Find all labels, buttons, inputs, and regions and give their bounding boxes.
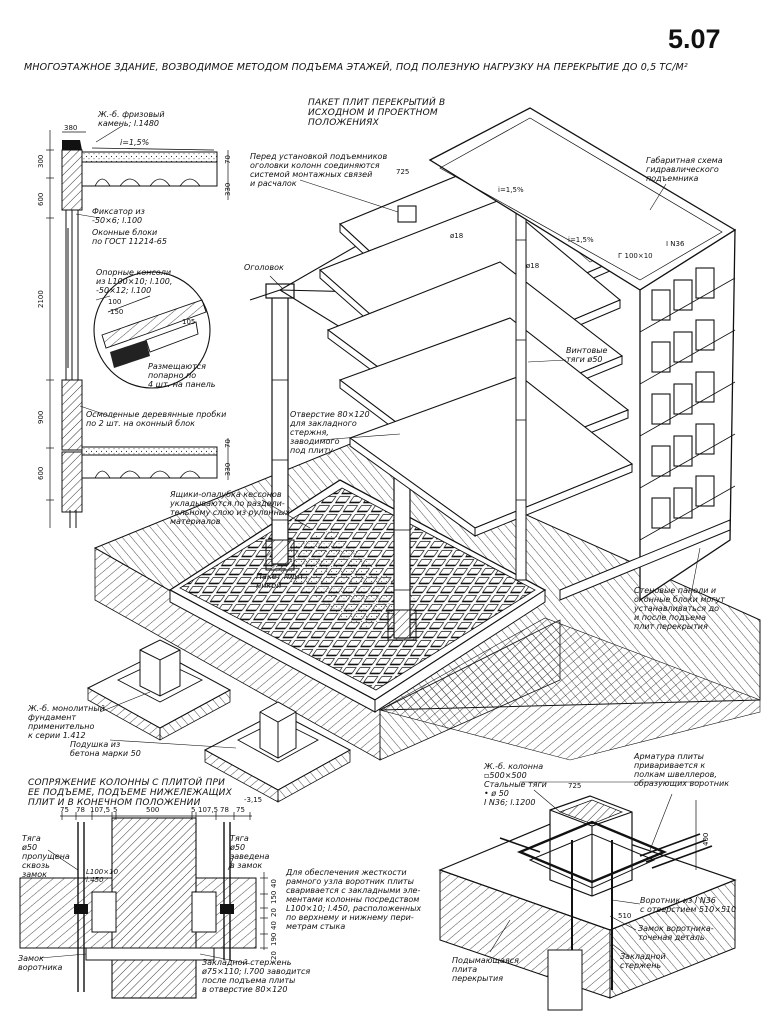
dim-300: 300 [37, 154, 45, 168]
dim-725-node: 725 [568, 782, 582, 790]
dim-console-150: 150 [110, 308, 124, 316]
dim-600-top: 600 [37, 192, 45, 206]
dim-r-40-b: 40 [270, 921, 278, 930]
isometric-building-view [86, 107, 761, 803]
label-foundation: Ж.-б. монолитный фундамент применительно… [28, 704, 105, 740]
label-cornice: Ж.-б. фризовый камень; l.1480 [98, 110, 165, 128]
dim-1075-b: 107,5 [198, 806, 219, 814]
column-slab-joint-section [19, 812, 268, 999]
dim-75-b: 75 [236, 806, 245, 814]
label-lifted-slab: Подымающаяся плита перекрытия [452, 956, 519, 983]
caption-joint: СОПРЯЖЕНИЕ КОЛОННЫ С ПЛИТОЙ ПРИ ЕЕ ПОДЪЕ… [28, 778, 232, 808]
building-volume [428, 107, 737, 602]
page-number: 5.07 [668, 24, 721, 54]
label-slope-roof: i=1,5% [120, 138, 150, 147]
label-rebar: Арматура плиты приваривается к полкам шв… [634, 752, 730, 788]
dim-78-a: 78 [76, 806, 85, 814]
dim-1075-a: 107,5 [90, 806, 111, 814]
dim-900: 900 [37, 410, 45, 424]
tag-channel: I N36 [666, 240, 685, 248]
caption-slab-pack: ПАКЕТ ПЛИТ ПЕРЕКРЫТИЙ В ИСХОДНОМ И ПРОЕК… [308, 98, 446, 128]
dim-console-105: 105 [182, 318, 196, 326]
dim-r-40-a: 40 [270, 879, 278, 888]
dim-380: 380 [64, 124, 78, 132]
dim-70-bottom: 70 [224, 439, 232, 448]
label-rod-right: Тяга ø50 заведена в замок [230, 834, 270, 870]
label-fixer: Фиксатор из -50×6; l.100 [92, 207, 145, 225]
label-rc-column: Ж.-б. колонна ▫500×500 Стальные тяги • ø… [484, 762, 547, 807]
label-screw-rods: Винтовые тяги ø50 [566, 346, 608, 364]
dim-600-bottom: 600 [37, 466, 45, 480]
dim-console-100: 100 [108, 298, 122, 306]
label-boxes: Ящики-опалубка кессонов укладываются по … [170, 490, 290, 526]
dim-330-bottom: 330 [224, 462, 232, 476]
label-angle: L100×10 l.450 [86, 868, 119, 884]
label-pad: Подушка из бетона марки 50 [70, 740, 141, 758]
dim-2100: 2100 [37, 290, 45, 308]
label-paired: Размещаются попарно по 4 шт. на панель [148, 362, 216, 389]
tag-slope-a: i=1,5% [498, 186, 524, 194]
tag-angle: Г 100×10 [618, 252, 653, 260]
label-jack-scheme: Габаритная схема гидравлического подъемн… [646, 156, 723, 183]
label-embedded-rod-2: Закладной стержень [620, 952, 666, 970]
dim-r-150: 150 [270, 890, 278, 904]
dim-500: 500 [146, 806, 160, 814]
dim-75-a: 75 [60, 806, 69, 814]
label-opening: Отверстие 80×120 для закладного стержня,… [290, 410, 370, 455]
tag-level: -3,15 [244, 796, 263, 804]
label-consoles: Опорные консоли из L100×10; l.100, -50×1… [96, 268, 173, 295]
collar-node-isometric [438, 781, 737, 1011]
dim-78-b: 78 [220, 806, 229, 814]
dim-5-b: 5 [191, 806, 196, 814]
wall-section-detail [46, 125, 229, 528]
label-lock-part: Замок воротника- точеная деталь [638, 924, 714, 942]
dim-400-node: 400 [702, 832, 710, 846]
dim-510-node: 510 [618, 912, 632, 920]
label-rod-left: Тяга ø50 пропущена сквозь замок [22, 834, 70, 879]
dim-5-a: 5 [113, 806, 118, 814]
dim-r-190: 190 [270, 932, 278, 946]
label-window-blocks: Оконные блоки по ГОСТ 11214-65 [92, 228, 167, 246]
dim-70-top: 70 [224, 155, 232, 164]
label-plugs: Осмоленные деревянные пробки по 2 шт. на… [86, 410, 227, 428]
page-title: МНОГОЭТАЖНОЕ ЗДАНИЕ, ВОЗВОДИМОЕ МЕТОДОМ … [24, 62, 688, 73]
tag-slope-b: i=1,5% [568, 236, 594, 244]
label-before-install: Перед установкой подъемников оголовки ко… [250, 152, 388, 188]
label-embedded-rod: Закладной стержень ø75×110; l.700 заводи… [202, 958, 311, 994]
tag-phi18-a: ø18 [450, 232, 464, 240]
dim-r-20-a: 20 [270, 908, 278, 917]
tag-725: 725 [396, 168, 410, 176]
label-lock: Замок воротника [18, 954, 63, 972]
tag-phi18-b: ø18 [526, 262, 540, 270]
label-stiffness: Для обеспечения жесткости рамного узла в… [286, 868, 422, 931]
dim-330-top: 330 [224, 182, 232, 196]
label-head: Оголовок [244, 263, 284, 272]
label-slab-pack: Пакет плит никой [256, 572, 305, 590]
label-wall-panels: Стеновые панели и оконные блоки могут ус… [634, 586, 725, 631]
label-collar: Воротник из I N36 с отверстием 510×510 [640, 896, 737, 914]
